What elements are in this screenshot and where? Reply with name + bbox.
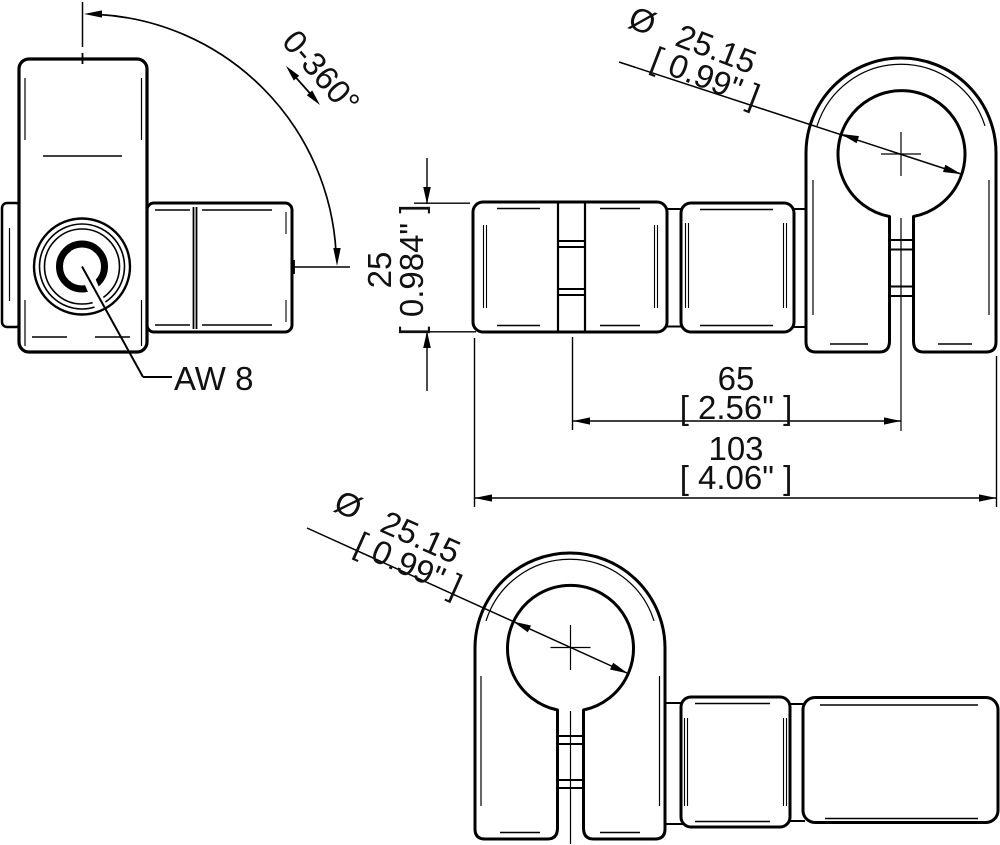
dim-inch: [ 4.06" ] bbox=[679, 459, 793, 496]
clevis-ring bbox=[804, 56, 998, 354]
dim-mm: 25 bbox=[361, 251, 398, 289]
dimension-lines bbox=[412, 158, 998, 507]
side-body bbox=[17, 57, 149, 354]
wrench-leader bbox=[81, 266, 172, 378]
diameter-leader-top bbox=[618, 61, 962, 175]
body-section bbox=[801, 696, 1000, 824]
body-diameter-label: 25 [ 0.984" ] bbox=[361, 180, 430, 360]
wrench-size-label: AW 8 bbox=[174, 360, 254, 397]
dim-103 bbox=[473, 338, 998, 507]
dim-25 bbox=[412, 158, 476, 391]
front-view bbox=[471, 56, 998, 431]
bottom-view bbox=[306, 527, 1000, 844]
dim-mm: 65 bbox=[717, 360, 755, 397]
diameter-leader-bottom bbox=[306, 527, 629, 675]
clamp-section bbox=[679, 695, 792, 829]
clamp-section bbox=[471, 200, 669, 334]
side-cylinder bbox=[145, 201, 294, 334]
dim-inch: [ 2.56" ] bbox=[679, 389, 793, 426]
dim-mm: 103 bbox=[708, 430, 764, 467]
side-view bbox=[0, 2, 350, 378]
clevis-ring bbox=[473, 551, 667, 841]
dim-inch: [ 0.984" ] bbox=[393, 204, 430, 336]
rotation-arc bbox=[81, 2, 350, 268]
dim-65 bbox=[571, 337, 901, 430]
body-section bbox=[679, 201, 796, 334]
length-103-label: 103 [ 4.06" ] bbox=[646, 430, 826, 496]
length-65-label: 65 [ 2.56" ] bbox=[646, 360, 826, 426]
